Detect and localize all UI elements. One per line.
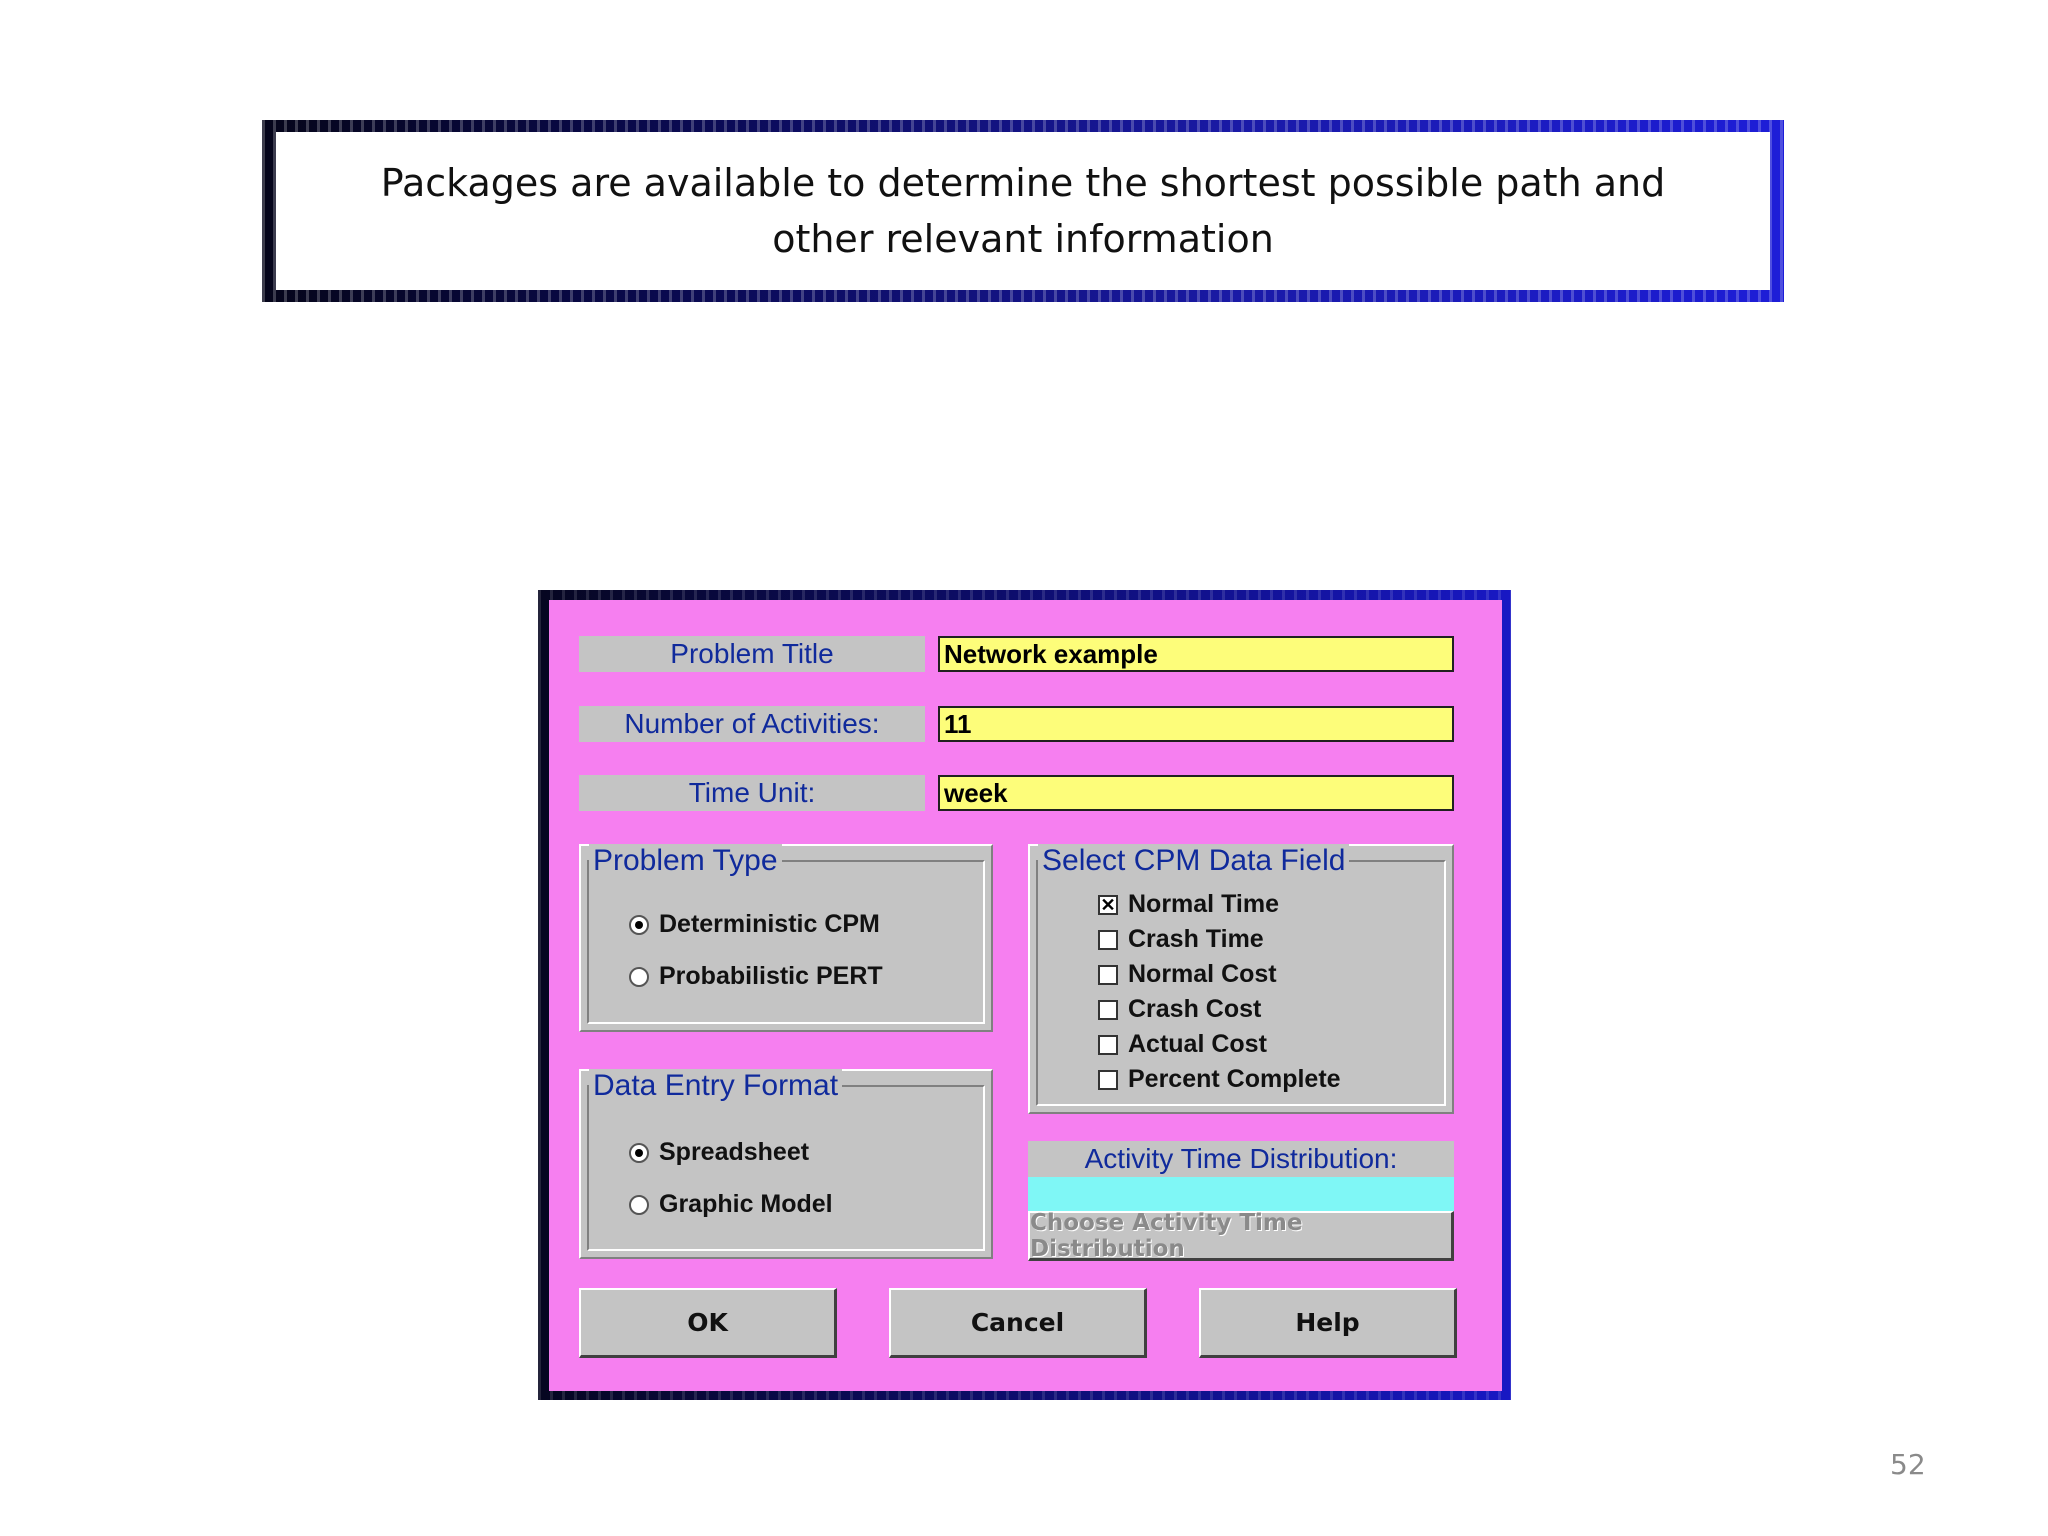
ok-button[interactable]: OK xyxy=(579,1288,837,1358)
problem-title-input[interactable]: Network example xyxy=(938,636,1454,672)
help-button[interactable]: Help xyxy=(1199,1288,1457,1358)
checkbox-crash-time[interactable]: Crash Time xyxy=(1098,925,1264,954)
problem-type-group-border xyxy=(587,860,985,1024)
radio-graphic-model-label: Graphic Model xyxy=(659,1190,833,1218)
slide-heading-box: Packages are available to determine the … xyxy=(276,132,1770,290)
data-entry-format-group-border xyxy=(587,1085,985,1251)
radio-probabilistic-pert-label: Probabilistic PERT xyxy=(659,962,883,990)
radio-unselected-icon xyxy=(629,1194,649,1215)
time-unit-input[interactable]: week xyxy=(938,775,1454,811)
activity-time-distribution-value xyxy=(1028,1177,1454,1211)
radio-spreadsheet-label: Spreadsheet xyxy=(659,1138,810,1166)
checkbox-crash-cost-label: Crash Cost xyxy=(1128,995,1262,1023)
page-number: 52 xyxy=(1890,1448,1926,1481)
checkbox-unchecked-icon xyxy=(1098,1069,1118,1090)
radio-graphic-model[interactable]: Graphic Model xyxy=(629,1190,833,1219)
problem-title-label: Problem Title xyxy=(579,636,925,672)
slide-heading: Packages are available to determine the … xyxy=(380,161,1666,261)
dialog-window-frame: Problem Title Network example Number of … xyxy=(538,590,1511,1400)
checkbox-normal-cost-label: Normal Cost xyxy=(1128,960,1277,988)
checkbox-percent-complete-label: Percent Complete xyxy=(1128,1065,1341,1093)
choose-activity-time-distribution-button[interactable]: Choose Activity Time Distribution xyxy=(1028,1210,1454,1262)
problem-type-group: Problem Type Deterministic CPM Probabili… xyxy=(579,844,993,1032)
radio-deterministic-cpm-label: Deterministic CPM xyxy=(659,910,880,938)
checkbox-unchecked-icon xyxy=(1098,929,1118,950)
radio-unselected-icon xyxy=(629,966,649,987)
checkbox-crash-time-label: Crash Time xyxy=(1128,925,1264,953)
data-entry-format-group: Data Entry Format Spreadsheet Graphic Mo… xyxy=(579,1069,993,1259)
checkbox-unchecked-icon xyxy=(1098,999,1118,1020)
checkbox-unchecked-icon xyxy=(1098,1034,1118,1055)
checkbox-normal-time-label: Normal Time xyxy=(1128,890,1279,918)
radio-deterministic-cpm[interactable]: Deterministic CPM xyxy=(629,910,880,939)
radio-selected-icon xyxy=(629,914,649,935)
number-of-activities-input[interactable]: 11 xyxy=(938,706,1454,742)
time-unit-label: Time Unit: xyxy=(579,775,925,811)
cpm-data-field-title: Select CPM Data Field xyxy=(1038,844,1350,878)
radio-probabilistic-pert[interactable]: Probabilistic PERT xyxy=(629,962,883,991)
problem-specification-dialog: Problem Title Network example Number of … xyxy=(549,600,1502,1391)
cpm-data-field-group: Select CPM Data Field ✕ Normal Time Cras… xyxy=(1028,844,1454,1114)
checkbox-crash-cost[interactable]: Crash Cost xyxy=(1098,995,1261,1024)
checkbox-actual-cost-label: Actual Cost xyxy=(1128,1030,1267,1058)
slide-heading-banner: Packages are available to determine the … xyxy=(262,120,1784,302)
activity-time-distribution-label: Activity Time Distribution: xyxy=(1028,1141,1454,1177)
checkbox-unchecked-icon xyxy=(1098,964,1118,985)
checkbox-normal-time[interactable]: ✕ Normal Time xyxy=(1098,890,1279,919)
data-entry-format-title: Data Entry Format xyxy=(589,1069,843,1103)
checkbox-normal-cost[interactable]: Normal Cost xyxy=(1098,960,1277,989)
number-of-activities-label: Number of Activities: xyxy=(579,706,925,742)
cancel-button[interactable]: Cancel xyxy=(889,1288,1147,1358)
problem-type-title: Problem Type xyxy=(589,844,782,878)
checkbox-percent-complete[interactable]: Percent Complete xyxy=(1098,1065,1341,1094)
checkbox-actual-cost[interactable]: Actual Cost xyxy=(1098,1030,1267,1059)
radio-spreadsheet[interactable]: Spreadsheet xyxy=(629,1138,809,1167)
checkbox-checked-icon: ✕ xyxy=(1098,894,1118,915)
radio-selected-icon xyxy=(629,1142,649,1163)
